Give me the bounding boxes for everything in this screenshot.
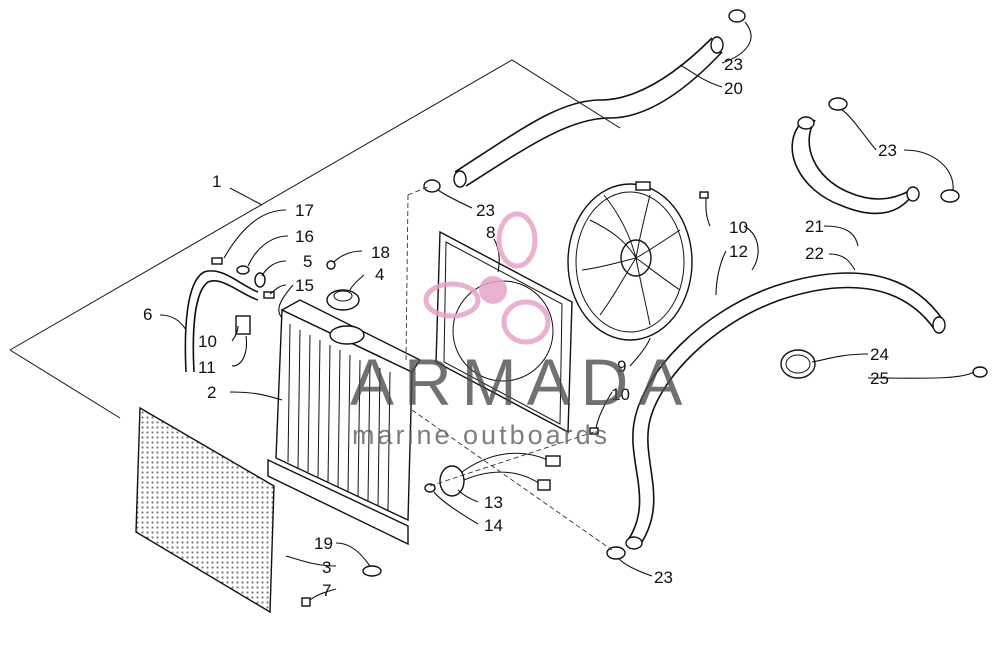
- temperature-sensor: [424, 452, 561, 497]
- callout-15: 15: [295, 276, 314, 295]
- callout-3: 3: [322, 558, 331, 577]
- callout-10-b: 10: [729, 218, 748, 237]
- clamp: [780, 349, 988, 379]
- callout-4: 4: [375, 265, 384, 284]
- callout-11: 11: [198, 358, 216, 377]
- callout-10-c: 10: [611, 385, 630, 404]
- watermark: ARMADA marine outboards: [350, 345, 692, 450]
- callout-16: 16: [295, 227, 314, 246]
- bypass-hose: [791, 116, 920, 215]
- leader-lines: [159, 21, 975, 601]
- callout-14: 14: [484, 516, 503, 535]
- propeller-logo: [423, 211, 551, 345]
- callout-5: 5: [303, 252, 312, 271]
- callout-9: 9: [617, 357, 626, 376]
- callout-8: 8: [486, 223, 495, 242]
- callout-23-a: 23: [724, 55, 743, 74]
- callout-25: 25: [870, 369, 889, 388]
- callout-12: 12: [729, 242, 748, 261]
- callout-10-a: 10: [198, 332, 217, 351]
- callout-18: 18: [371, 243, 390, 262]
- callout-20: 20: [724, 79, 743, 98]
- assembly-outline: [9, 59, 621, 419]
- debris-screen: [135, 406, 311, 614]
- callout-1: 1: [212, 172, 221, 191]
- callout-23-d: 23: [654, 568, 673, 587]
- callout-17: 17: [295, 201, 314, 220]
- callout-24: 24: [870, 345, 889, 364]
- radiator: [267, 299, 422, 546]
- watermark-tagline: marine outboards: [352, 420, 610, 450]
- overflow-hose: [184, 270, 259, 373]
- radiator-cap: [326, 289, 360, 311]
- callout-2: 2: [207, 383, 216, 402]
- callout-23-b: 23: [476, 201, 495, 220]
- callout-19: 19: [314, 534, 333, 553]
- lower-hose: [625, 272, 946, 550]
- callout-6: 6: [143, 305, 152, 324]
- alignment-lines: [405, 185, 613, 551]
- cooling-fan: [567, 181, 693, 341]
- callout-labels: 1 2 3 4 5 6 7 8 9 10 10 10 11 12 13 14 1…: [143, 55, 897, 600]
- upper-hose: [453, 36, 724, 188]
- callout-21: 21: [805, 217, 824, 236]
- hardware: [211, 191, 709, 577]
- callout-22: 22: [805, 244, 824, 263]
- hose-clamp: [423, 9, 960, 560]
- watermark-brand: ARMADA: [350, 345, 692, 419]
- callout-23-c: 23: [878, 141, 897, 160]
- callout-7: 7: [322, 581, 331, 600]
- callout-13: 13: [484, 493, 503, 512]
